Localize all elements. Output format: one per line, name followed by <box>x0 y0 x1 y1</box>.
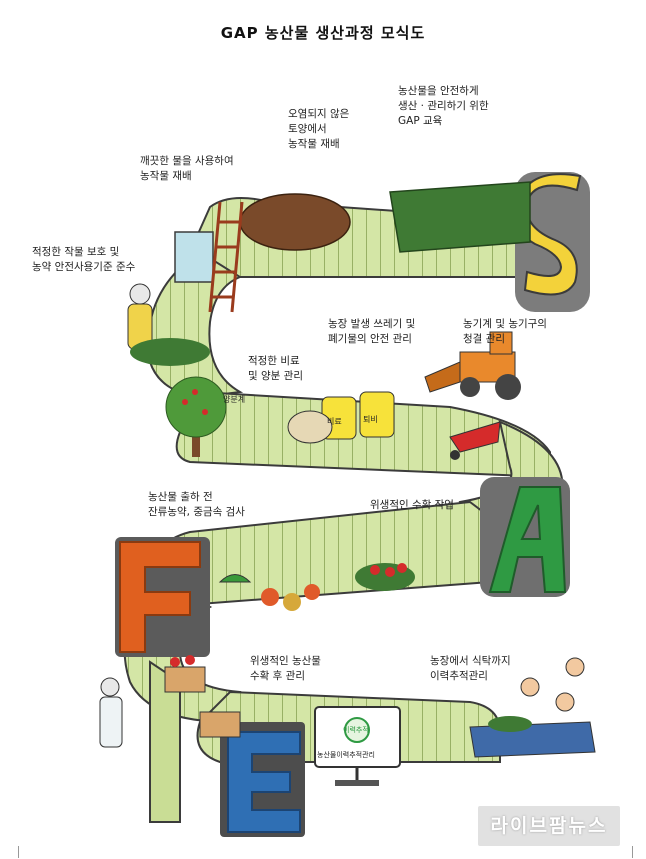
fertilizer-bag-label: 비료 <box>327 417 342 426</box>
crop-mark <box>620 846 633 858</box>
fertilizer-sack <box>287 410 333 444</box>
letter-e <box>220 722 305 837</box>
caption-fertilizer-line: 및 양분 관리 <box>248 370 303 382</box>
caption-inspection-line: 농산물 출하 전 <box>148 491 213 503</box>
caption-water: 깨끗한 물을 사용하여 농작물 재배 <box>140 154 234 184</box>
harvest-basket <box>355 563 415 591</box>
dining-table <box>469 657 596 758</box>
ladder <box>208 201 244 313</box>
soil-mound <box>239 193 351 251</box>
caption-fertilizer: 적정한 비료 및 양분 관리 <box>248 354 303 384</box>
water-tank <box>174 231 214 283</box>
crop-mark <box>18 846 31 858</box>
caption-machine-line: 농기계 및 농기구의 <box>463 318 547 330</box>
caption-soil-line: 농작물 재배 <box>288 138 340 150</box>
letter-f <box>115 537 210 657</box>
page-title: GAP 농산물 생산과정 모식도 <box>220 24 426 42</box>
screen-label: 농산물이력추적관리 <box>317 751 375 759</box>
tomato-boxes <box>164 655 241 738</box>
caption-water-line: 농작물 재배 <box>140 170 192 182</box>
caption-harvest-line: 위생적인 수확 작업 <box>370 499 454 511</box>
watermark: 라이브팜뉴스 <box>478 806 620 846</box>
caption-pesticide-line: 농약 안전사용기준 준수 <box>32 261 136 273</box>
caption-waste-line: 농장 발생 쓰레기 및 <box>328 318 416 330</box>
caption-education-line: GAP 교육 <box>398 115 443 127</box>
caption-education-line: 생산 · 관리하기 위한 <box>398 100 489 112</box>
tractor <box>424 331 521 400</box>
caption-water-line: 깨끗한 물을 사용하여 <box>140 155 234 167</box>
caption-machine: 농기계 및 농기구의 청결 관리 <box>463 317 547 347</box>
caption-traceability-line: 농장에서 식탁까지 <box>430 655 511 667</box>
caption-education: 농산물을 안전하게 생산 · 관리하기 위한 GAP 교육 <box>398 84 489 129</box>
caption-harvest: 위생적인 수확 작업 <box>370 498 454 513</box>
traceability-screen <box>314 706 401 786</box>
clipboard-worker <box>99 677 123 748</box>
caption-traceability-line: 이력추적관리 <box>430 670 488 682</box>
caption-soil-line: 토양에서 <box>288 123 327 135</box>
gap-diagram: 농산물을 안전하게 생산 · 관리하기 위한 GAP 교육 오염되지 않은 토양… <box>30 62 620 842</box>
wheelbarrow <box>449 421 501 460</box>
screen-logo: 이력추적 <box>343 726 369 734</box>
caption-soil-line: 오염되지 않은 <box>288 108 350 120</box>
caption-inspection-line: 잔류농약, 중금속 검사 <box>148 506 245 518</box>
caption-pesticide-line: 적정한 작물 보호 및 <box>32 246 120 258</box>
letter-a <box>480 477 570 597</box>
caption-post-harvest-line: 수확 후 관리 <box>250 670 305 682</box>
sprayer-farmer <box>127 283 210 366</box>
caption-traceability: 농장에서 식탁까지 이력추적관리 <box>430 654 511 684</box>
watermark-text: 라이브팜뉴스 <box>490 815 608 837</box>
fertilizer-jar-2 <box>359 391 395 438</box>
caption-post-harvest-line: 위생적인 농산물 <box>250 655 321 667</box>
fertilizer-jar-label: 퇴비 <box>363 415 378 424</box>
caption-waste: 농장 발생 쓰레기 및 폐기물의 안전 관리 <box>328 317 415 347</box>
caption-inspection: 농산물 출하 전 잔류농약, 중금속 검사 <box>148 490 245 520</box>
green-field <box>389 181 531 253</box>
caption-education-line: 농산물을 안전하게 <box>398 85 479 97</box>
caption-fertilizer-line: 적정한 비료 <box>248 355 300 367</box>
diagram-illustration <box>99 172 596 837</box>
apple-tree <box>165 376 227 457</box>
caption-waste-line: 폐기물의 안전 관리 <box>328 333 412 345</box>
caption-machine-line: 청결 관리 <box>463 333 505 345</box>
produce-pile <box>218 574 320 611</box>
caption-soil: 오염되지 않은 토양에서 농작물 재배 <box>288 107 349 152</box>
caption-pesticide: 적정한 작물 보호 및 농약 안전사용기준 준수 <box>32 245 135 275</box>
caption-post-harvest: 위생적인 농산물 수확 후 관리 <box>250 654 321 684</box>
sign-label: 양분계 <box>223 395 246 404</box>
